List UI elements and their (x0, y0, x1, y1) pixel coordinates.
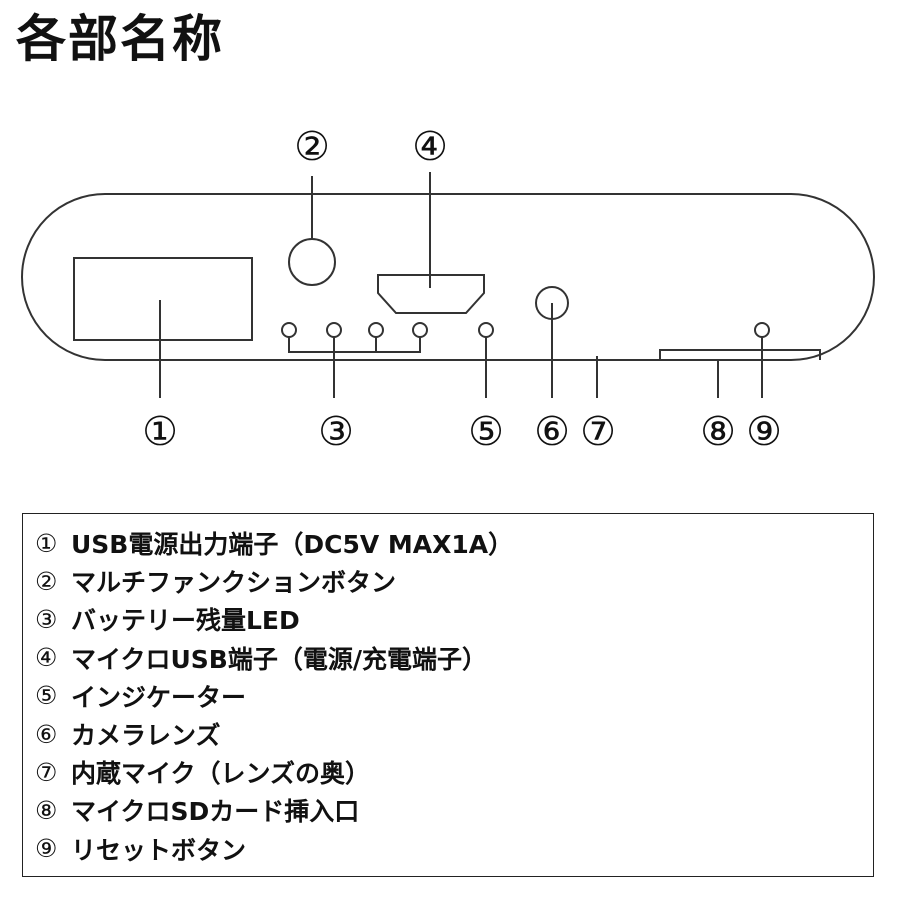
legend-label: マルチファンクションボタン (71, 568, 397, 598)
battery-led (412, 322, 428, 338)
battery-led-group (281, 322, 428, 398)
callout-9: ⑨ (746, 409, 782, 455)
legend-number: ⑦ (35, 757, 58, 787)
legend-number: ① (35, 528, 58, 558)
usb-output-port (73, 257, 253, 341)
micro-usb-port (377, 274, 485, 314)
legend-number: ⑥ (35, 719, 58, 749)
legend-item: ⑧ マイクロSDカード挿入口 (35, 791, 873, 829)
legend-label: カメラレンズ (71, 721, 221, 751)
legend-label: 内蔵マイク（レンズの奥） (71, 759, 371, 789)
legend-number: ② (35, 566, 58, 596)
legend-item: ⑨ リセットボタン (35, 830, 873, 868)
callout-4: ④ (412, 124, 448, 170)
legend-item: ② マルチファンクションボタン (35, 562, 873, 600)
parts-legend: ① USB電源出力端子（DC5V MAX1A） ② マルチファンクションボタン … (22, 513, 874, 877)
battery-led (368, 322, 384, 338)
callout-3: ③ (318, 409, 354, 455)
callout-2: ② (294, 124, 330, 170)
battery-led (326, 322, 342, 338)
legend-number: ③ (35, 604, 58, 634)
callout-7: ⑦ (580, 409, 616, 455)
legend-label: USB電源出力端子（DC5V MAX1A） (71, 530, 514, 560)
legend-item: ① USB電源出力端子（DC5V MAX1A） (35, 524, 873, 562)
page-title: 各部名称 (16, 10, 224, 68)
legend-label: マイクロSDカード挿入口 (71, 797, 360, 827)
callout-8: ⑧ (700, 409, 736, 455)
callout-6: ⑥ (534, 409, 570, 455)
micro-sd-slot (659, 349, 821, 360)
legend-label: インジケーター (71, 682, 247, 712)
battery-led (281, 322, 297, 338)
indicator-led (478, 322, 494, 338)
device-diagram: ① ② ③ ④ ⑤ ⑥ ⑦ ⑧ ⑨ (21, 124, 875, 455)
legend-label: バッテリー残量LED (71, 606, 300, 636)
legend-number: ⑧ (35, 795, 58, 825)
legend-item: ⑥ カメラレンズ (35, 715, 873, 753)
legend-item: ③ バッテリー残量LED (35, 600, 873, 638)
legend-item: ⑦ 内蔵マイク（レンズの奥） (35, 753, 873, 791)
legend-number: ④ (35, 643, 58, 673)
legend-number: ⑨ (35, 834, 58, 864)
legend-label: マイクロUSB端子（電源/充電端子） (71, 644, 487, 674)
multi-function-button (288, 238, 336, 286)
legend-item: ④ マイクロUSB端子（電源/充電端子） (35, 639, 873, 677)
legend-label: リセットボタン (71, 835, 247, 865)
legend-number: ⑤ (35, 681, 58, 711)
legend-item: ⑤ インジケーター (35, 677, 873, 715)
callout-1: ① (142, 409, 178, 455)
callout-5: ⑤ (468, 409, 504, 455)
reset-button (754, 322, 770, 338)
device-body (21, 193, 875, 361)
leader-line-3 (288, 337, 421, 398)
